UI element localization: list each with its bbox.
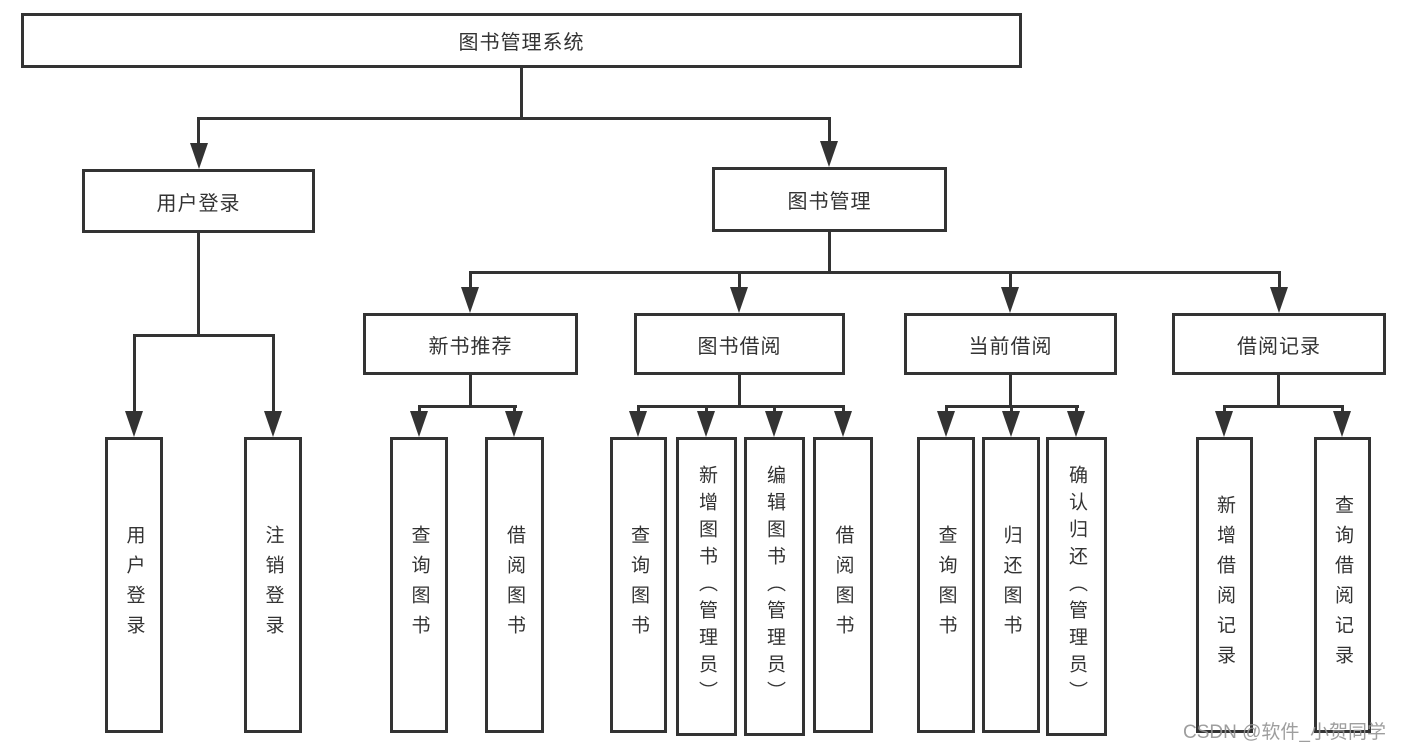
connector-line — [1341, 405, 1344, 415]
connector-line — [469, 271, 472, 291]
leaf-borrow-books-recommend: 借阅图书 — [485, 437, 544, 733]
arrow-down-icon — [937, 411, 955, 437]
connector-line — [637, 405, 845, 408]
node-book-management-module: 图书管理 — [712, 167, 947, 232]
connector-line — [469, 375, 472, 408]
arrow-down-icon — [410, 411, 428, 437]
leaf-logout: 注销登录 — [244, 437, 302, 733]
connector-line — [418, 405, 421, 415]
connector-line — [1010, 405, 1013, 415]
connector-line — [418, 405, 517, 408]
node-label: 新书推荐 — [428, 335, 513, 358]
node-book-borrow: 图书借阅 — [634, 313, 845, 375]
arrow-down-icon — [820, 141, 838, 167]
node-label: 用户登录 — [156, 192, 241, 215]
node-label: 借阅图书 — [504, 525, 525, 645]
leaf-query-books-borrow: 查询图书 — [610, 437, 667, 733]
leaf-query-books-recommend: 查询图书 — [390, 437, 448, 733]
connector-line — [513, 405, 516, 415]
connector-line — [738, 271, 741, 291]
arrow-down-icon — [190, 143, 208, 169]
node-label: 归还图书 — [1000, 525, 1022, 645]
connector-line — [738, 375, 741, 408]
connector-line — [1277, 375, 1280, 408]
connector-line — [272, 334, 275, 415]
node-label: 借阅记录 — [1237, 335, 1321, 358]
arrow-down-icon — [1215, 411, 1233, 437]
node-label: 图书借阅 — [697, 335, 782, 358]
csdn-watermark: CSDN @软件_小贺同学 — [1183, 722, 1386, 743]
leaf-edit-books-admin: 编辑图书（管理员） — [744, 437, 805, 736]
leaf-add-borrow-record: 新增借阅记录 — [1196, 437, 1253, 733]
arrow-down-icon — [1002, 411, 1020, 437]
arrow-down-icon — [834, 411, 852, 437]
leaf-query-borrow-record: 查询借阅记录 — [1314, 437, 1371, 733]
arrow-down-icon — [1270, 287, 1288, 313]
arrow-down-icon — [125, 411, 143, 437]
connector-line — [945, 405, 948, 415]
connector-line — [520, 68, 523, 120]
connector-line — [197, 233, 200, 337]
leaf-user-login: 用户登录 — [105, 437, 163, 733]
node-label: 编辑图书（管理员） — [764, 465, 785, 708]
connector-line — [1223, 405, 1344, 408]
node-label: 查询借阅记录 — [1332, 495, 1353, 675]
connector-line — [828, 117, 831, 149]
node-label: 查询图书 — [628, 525, 649, 645]
arrow-down-icon — [264, 411, 282, 437]
arrow-down-icon — [505, 411, 523, 437]
leaf-return-books: 归还图书 — [982, 437, 1040, 733]
arrow-down-icon — [1067, 411, 1085, 437]
node-label: 用户登录 — [123, 525, 145, 645]
node-label: 新增借阅记录 — [1214, 495, 1235, 675]
arrow-down-icon — [765, 411, 783, 437]
node-label: 查询图书 — [408, 525, 430, 645]
connector-line — [1223, 405, 1226, 415]
connector-line — [773, 405, 776, 415]
arrow-down-icon — [1001, 287, 1019, 313]
node-label: 新增图书（管理员） — [696, 465, 717, 708]
connector-line — [637, 405, 640, 415]
node-label: 查询图书 — [935, 525, 957, 645]
connector-line — [133, 334, 136, 415]
leaf-add-books-admin: 新增图书（管理员） — [676, 437, 737, 736]
node-new-book-recommend: 新书推荐 — [363, 313, 578, 375]
node-label: 注销登录 — [262, 525, 284, 645]
connector-line — [1278, 271, 1281, 291]
node-user-login-module: 用户登录 — [82, 169, 315, 233]
connector-line — [842, 405, 845, 415]
node-label: 借阅图书 — [832, 525, 854, 645]
node-label: 确认归还（管理员） — [1066, 465, 1087, 708]
node-current-borrow: 当前借阅 — [904, 313, 1117, 375]
arrow-down-icon — [730, 287, 748, 313]
node-borrow-records: 借阅记录 — [1172, 313, 1386, 375]
connector-line — [197, 117, 831, 120]
leaf-confirm-return-admin: 确认归还（管理员） — [1046, 437, 1107, 736]
leaf-query-books-current: 查询图书 — [917, 437, 975, 733]
node-label: 当前借阅 — [968, 335, 1053, 358]
connector-line — [469, 271, 1281, 274]
connector-line — [133, 334, 275, 337]
connector-line — [1009, 375, 1012, 408]
arrow-down-icon — [1333, 411, 1351, 437]
connector-line — [705, 405, 708, 415]
arrow-down-icon — [697, 411, 715, 437]
node-label: 图书管理系统 — [458, 32, 585, 54]
node-label: 图书管理 — [787, 191, 872, 213]
connector-line — [828, 232, 831, 274]
leaf-borrow-books: 借阅图书 — [813, 437, 873, 733]
node-root-system: 图书管理系统 — [21, 13, 1022, 68]
connector-line — [1075, 405, 1078, 415]
connector-line — [197, 117, 200, 149]
arrow-down-icon — [629, 411, 647, 437]
connector-line — [1009, 271, 1012, 291]
arrow-down-icon — [461, 287, 479, 313]
